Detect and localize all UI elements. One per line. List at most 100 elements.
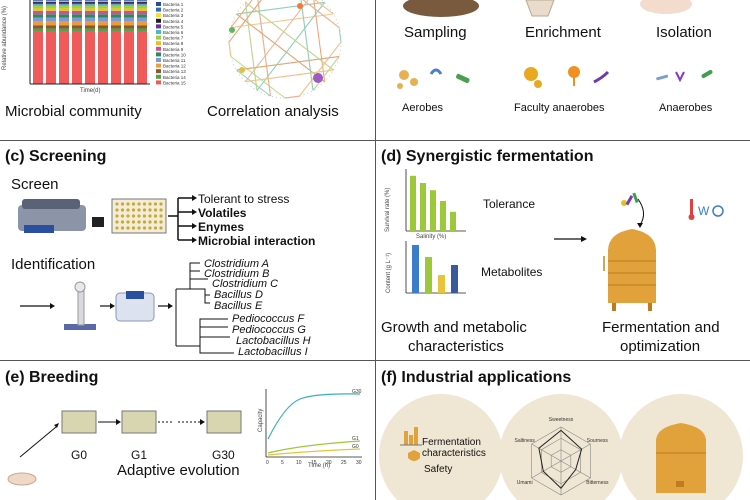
network-edge <box>228 0 262 43</box>
bar-segment <box>111 17 121 21</box>
bar-segment <box>72 2 82 5</box>
bar-segment <box>98 4 108 6</box>
curve-g1 <box>267 440 361 454</box>
bar-segment <box>33 21 43 26</box>
panel-d-title: (d) Synergistic fermentation <box>381 148 594 165</box>
bar-segment <box>98 17 108 21</box>
application-circle-1 <box>379 394 503 500</box>
screen-label: Screen <box>11 176 59 193</box>
microbial-community-label: Microbial community <box>5 103 142 120</box>
bar-segment <box>59 1 69 3</box>
adaptive-evolution-label: Adaptive evolution <box>117 462 240 479</box>
bar-segment <box>137 2 147 5</box>
safety-label: Safety <box>424 464 453 475</box>
network-edge <box>314 0 334 15</box>
bar-segment <box>33 25 43 29</box>
criterion-volatiles: Volatiles <box>198 206 247 220</box>
bar-segment <box>72 5 82 9</box>
bar-segment <box>137 4 147 6</box>
legend-swatch <box>156 58 161 62</box>
chart1-y-label: Survival rate (%) <box>385 187 391 232</box>
panel-c-title: (c) Screening <box>5 148 107 165</box>
bar-segment <box>33 1 43 3</box>
legend-label: Bacteria 14 <box>163 75 186 80</box>
bar-segment <box>98 1 108 3</box>
network-edge <box>236 69 271 97</box>
bar-segment <box>59 2 69 5</box>
tolerance-bar <box>420 183 426 231</box>
bar-segment <box>72 14 82 18</box>
bar-segment <box>46 0 56 2</box>
clock-icon <box>712 205 724 217</box>
bar-segment <box>111 10 121 15</box>
bar-segment <box>85 0 95 2</box>
bar-segment <box>137 8 147 11</box>
x-tick: 15 <box>311 460 317 466</box>
bar-segment <box>85 5 95 9</box>
network-edge <box>313 0 326 82</box>
legend-label: Bacteria 8 <box>163 41 184 46</box>
bar-segment <box>98 28 108 32</box>
metabolite-bar <box>425 257 432 293</box>
chart1-x-label: Salinity (%) <box>416 234 447 240</box>
network-edge <box>236 1 325 15</box>
fermentation-label: Fermentation <box>422 437 481 448</box>
flask-icon <box>525 0 555 17</box>
bar-segment <box>124 25 134 29</box>
bar-segment <box>59 31 69 85</box>
fermentation-chart-icon <box>400 427 422 446</box>
anaerobes-bacteria-icon <box>656 70 713 83</box>
bar-segment <box>98 31 108 85</box>
bar-segment <box>137 25 147 29</box>
criterion-tolerant: Tolerant to stress <box>198 192 290 206</box>
legend-label: Bacteria 1 <box>163 2 184 7</box>
bar-segment <box>46 25 56 29</box>
bar-segment <box>46 28 56 32</box>
bar-segment <box>59 4 69 6</box>
legend-label: Bacteria 12 <box>163 64 186 69</box>
bar-segment <box>85 25 95 29</box>
legend-label: Bacteria 2 <box>163 8 184 13</box>
generation-g1: G1 <box>131 448 148 462</box>
group-faculty-anaerobes: Faculty anaerobes <box>514 102 605 114</box>
x-tick: 10 <box>296 460 302 466</box>
step-enrichment: Enrichment <box>525 24 601 41</box>
x-tick: 25 <box>341 460 347 466</box>
bar-segment <box>85 1 95 3</box>
legend-swatch <box>156 52 161 57</box>
bar-segment <box>85 2 95 5</box>
bar-segment <box>46 4 56 6</box>
bar-segment <box>124 8 134 11</box>
bar-segment <box>46 10 56 15</box>
bar-segment <box>111 4 121 6</box>
bar-segment <box>98 25 108 29</box>
species-label: Clostridium A <box>204 258 269 270</box>
legend-swatch <box>156 2 161 6</box>
phylogenetic-tree <box>175 262 234 354</box>
network-edge <box>284 95 300 99</box>
step-isolation: Isolation <box>656 24 712 41</box>
bar-segment <box>98 2 108 5</box>
bar-segment <box>72 1 82 3</box>
bar-segment <box>98 0 108 2</box>
x-tick: 5 <box>281 460 284 466</box>
industrial-tank-icon <box>656 423 706 493</box>
characteristics-label: characteristics <box>422 448 486 459</box>
metabolite-bar <box>412 245 419 293</box>
network-edge <box>256 2 325 91</box>
bar-segment <box>59 8 69 11</box>
legend-label: Bacteria 5 <box>163 24 184 29</box>
network-edge <box>245 69 334 83</box>
network-edge <box>302 0 340 28</box>
bar-segment <box>124 14 134 18</box>
species-label: Pediococcus F <box>232 313 305 325</box>
bar-segment <box>72 8 82 11</box>
bar-segment <box>98 14 108 18</box>
bar-segment <box>33 0 43 2</box>
network-edge <box>228 41 232 57</box>
bar-segment <box>33 14 43 18</box>
bar-segment <box>72 21 82 26</box>
bar-segment <box>137 5 147 9</box>
panel-e-title: (e) Breeding <box>5 369 99 386</box>
